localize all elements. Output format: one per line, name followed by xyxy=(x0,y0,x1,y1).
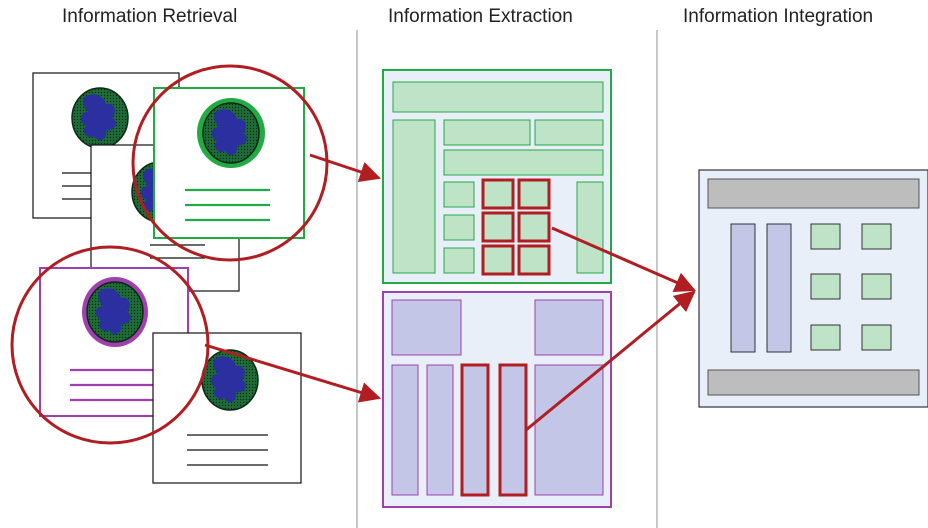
extraction-panel-purple xyxy=(382,291,612,508)
extraction-panel-green xyxy=(382,69,612,284)
arrow-icon xyxy=(525,290,696,432)
integration-panel xyxy=(698,169,928,408)
heading-information-retrieval: Information Retrieval xyxy=(62,6,238,27)
globe-icon xyxy=(202,102,260,164)
document-icon-green xyxy=(153,87,305,239)
arrow-icon xyxy=(309,153,381,182)
globe-icon xyxy=(71,87,129,149)
extracted-cells-purple xyxy=(460,363,528,497)
heading-information-extraction: Information Extraction xyxy=(388,6,573,27)
arrow-icon xyxy=(204,343,382,403)
extracted-cells-green xyxy=(481,178,551,276)
heading-information-integration: Information Integration xyxy=(683,6,874,27)
arrow-icon xyxy=(551,226,696,293)
document-icon xyxy=(152,332,302,484)
globe-icon xyxy=(86,281,144,343)
magnifier-circle-icon xyxy=(131,64,329,262)
